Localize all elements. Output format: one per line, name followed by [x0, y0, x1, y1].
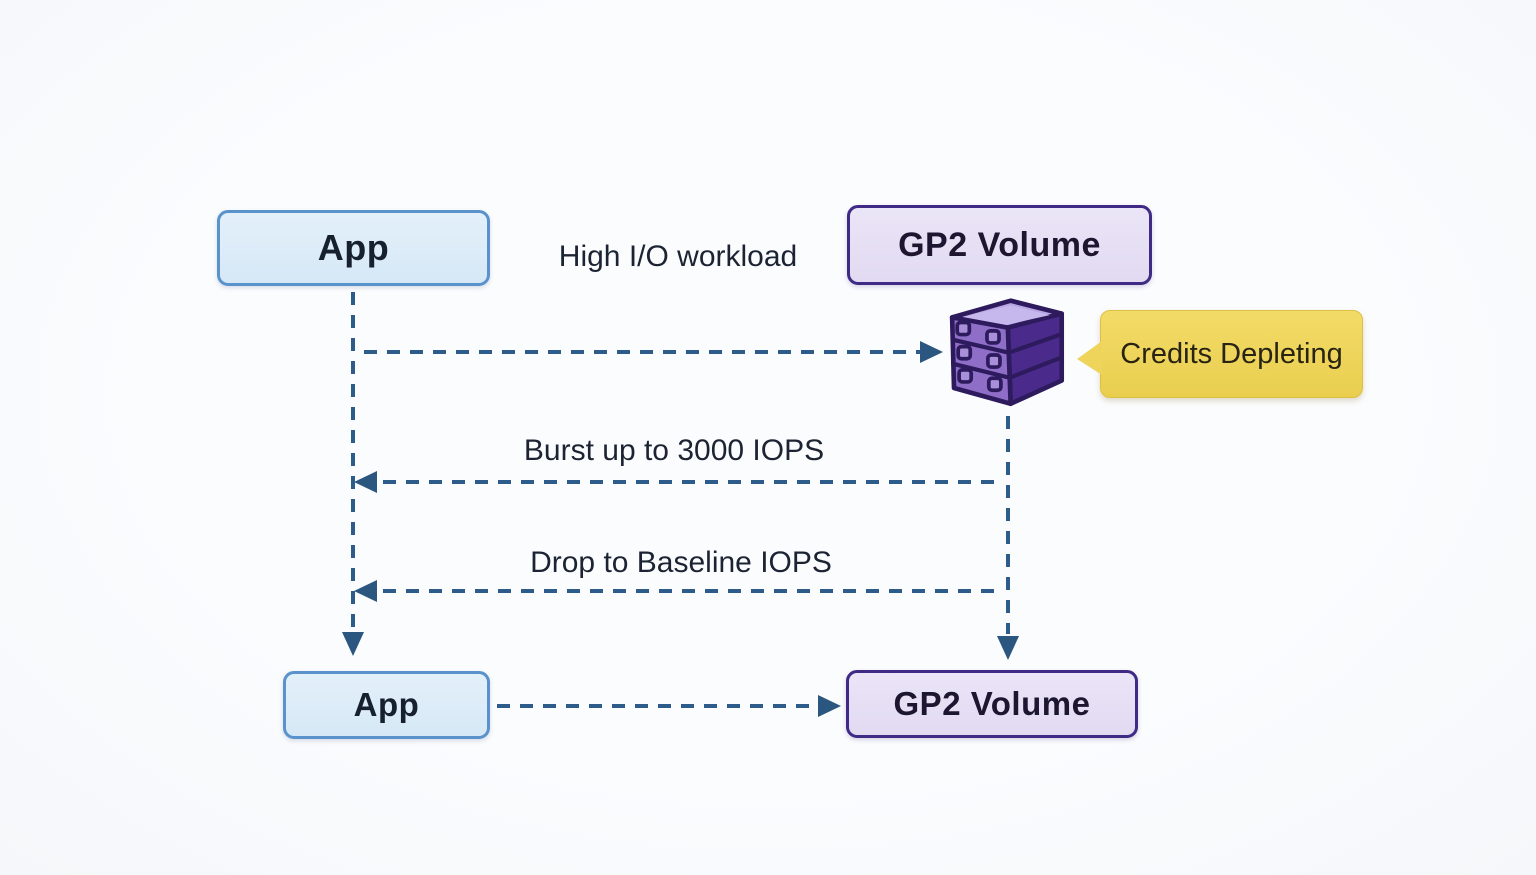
arrowhead-right-icon	[920, 341, 943, 363]
message-label-burst-iops: Burst up to 3000 IOPS	[523, 434, 825, 467]
arrowhead-left-icon	[354, 471, 377, 493]
credits-depleting-callout: Credits Depleting	[1077, 310, 1363, 398]
storage-volume-icon	[941, 294, 1071, 416]
arrowhead-down-icon	[997, 636, 1019, 660]
callout-tail-icon	[1077, 341, 1102, 375]
app-node-top-label: App	[317, 227, 390, 268]
app-node-top: App	[217, 210, 490, 286]
gp2-volume-node-top-label: GP2 Volume	[898, 225, 1101, 264]
gp2-volume-node-top: GP2 Volume	[847, 205, 1152, 285]
app-node-bottom-label: App	[353, 686, 420, 723]
arrowhead-right-icon	[818, 695, 841, 717]
arrowhead-left-icon	[354, 580, 377, 602]
gp2-volume-node-bottom-label: GP2 Volume	[893, 685, 1091, 722]
credits-depleting-label: Credits Depleting	[1120, 337, 1343, 370]
message-label-high-io-workload: High I/O workload	[558, 240, 798, 273]
app-node-bottom: App	[283, 671, 490, 739]
arrowhead-down-icon	[342, 632, 364, 656]
message-label-baseline-iops: Drop to Baseline IOPS	[530, 546, 832, 579]
gp2-volume-node-bottom: GP2 Volume	[846, 670, 1138, 738]
